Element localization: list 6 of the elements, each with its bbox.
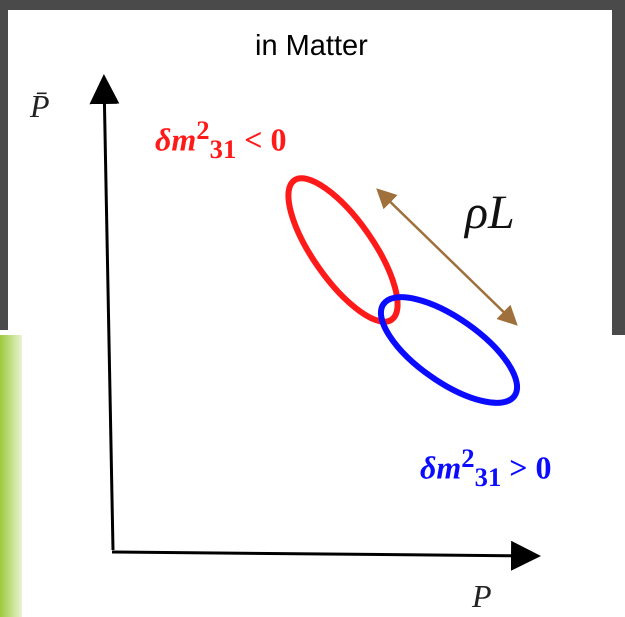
- parameter-label: ρL: [465, 185, 515, 240]
- axis-label: P: [472, 578, 492, 615]
- axis-label: P̄: [30, 88, 50, 125]
- region-label: δm$^{2}$$_{31}$ > 0: [420, 443, 552, 494]
- chart-title: in Matter: [255, 30, 368, 63]
- region-label: δm$^{2}$$_{31}$ < 0: [155, 115, 286, 166]
